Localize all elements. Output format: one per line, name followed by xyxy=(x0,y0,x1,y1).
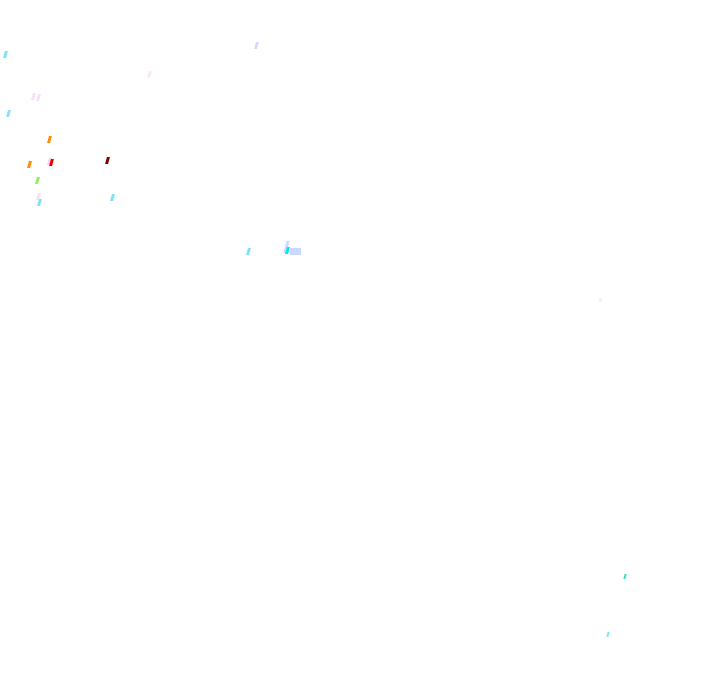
speck xyxy=(606,632,610,637)
speck xyxy=(290,248,301,255)
speck xyxy=(36,94,41,101)
speck xyxy=(31,93,36,100)
speck xyxy=(254,42,259,49)
speck xyxy=(6,110,11,117)
speck xyxy=(49,159,54,166)
speck xyxy=(35,177,40,184)
speck xyxy=(3,51,8,58)
speck xyxy=(47,136,52,143)
speck xyxy=(27,161,32,168)
speck xyxy=(147,71,152,78)
speck xyxy=(623,574,627,579)
speck xyxy=(105,157,110,164)
speck xyxy=(598,298,603,302)
speck xyxy=(110,194,115,201)
speck xyxy=(37,199,42,206)
speck xyxy=(246,248,251,255)
